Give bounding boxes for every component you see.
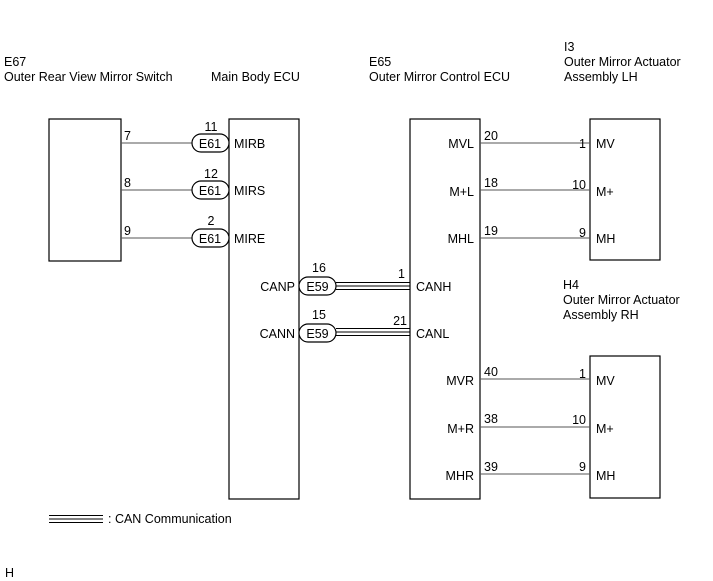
mirror-switch-box: [48, 118, 122, 262]
actuator-terminal: MV: [596, 137, 615, 151]
ecu-pin: 38: [484, 412, 498, 426]
rh-wire-mv: MVR 40 1 MV: [446, 365, 615, 388]
lh-actuator-box: [589, 118, 661, 261]
actuator-pin: 9: [579, 226, 586, 240]
can-wire-low: CANN 15 E59 21 CANL: [260, 308, 449, 343]
lh-wire-mh: MHL 19 9 MH: [448, 224, 616, 246]
i3-name-line2: Assembly LH: [564, 70, 638, 84]
ecu-pin: 11: [205, 120, 218, 134]
ecu-terminal: M+R: [447, 422, 474, 436]
switch-pin: 9: [124, 224, 131, 238]
actuator-pin: 9: [579, 460, 586, 474]
main-body-ecu-name: Main Body ECU: [211, 70, 300, 84]
actuator-terminal: M+: [596, 422, 614, 436]
actuator-pin: 1: [579, 137, 586, 151]
can-legend-label: : CAN Communication: [108, 512, 232, 526]
ecu-terminal: CANL: [416, 327, 449, 341]
ecu-pin: 1: [398, 267, 405, 281]
can-wire-high: CANP 16 E59 1 CANH: [260, 261, 451, 296]
actuator-pin: 1: [579, 367, 586, 381]
ecu-pin: 19: [484, 224, 498, 238]
rh-actuator-box: [589, 355, 661, 499]
connector-label: E61: [199, 137, 221, 151]
connector-e59: [298, 323, 337, 343]
h4-name-line2: Assembly RH: [563, 308, 639, 322]
lh-wire-mv: MVL 20 1 MV: [448, 129, 615, 151]
main-body-ecu-box: [228, 118, 300, 500]
actuator-terminal: MH: [596, 469, 615, 483]
can-legend: : CAN Communication: [49, 512, 232, 526]
e67-code: E67: [4, 55, 26, 69]
connector-e59: [298, 276, 337, 296]
h4-name-line1: Outer Mirror Actuator: [563, 293, 680, 307]
body-terminal: CANN: [260, 327, 295, 341]
ecu-pin: 40: [484, 365, 498, 379]
ecu-pin: 20: [484, 129, 498, 143]
switch-pin: 8: [124, 176, 131, 190]
ecu-terminal: MVR: [446, 374, 474, 388]
e67-name: Outer Rear View Mirror Switch: [4, 70, 173, 84]
e65-name: Outer Mirror Control ECU: [369, 70, 510, 84]
actuator-terminal: M+: [596, 185, 614, 199]
actuator-pin: 10: [572, 413, 586, 427]
ecu-terminal: MHL: [448, 232, 474, 246]
mirror-control-ecu-box: [409, 118, 481, 500]
body-pin: 16: [312, 261, 326, 275]
terminal-label: MIRS: [234, 184, 265, 198]
ecu-pin: 39: [484, 460, 498, 474]
connector-e61: [191, 133, 230, 153]
switch-wire-mirs: 8 12 E61 MIRS: [121, 167, 265, 200]
connector-e61: [191, 228, 230, 248]
i3-code: I3: [564, 40, 574, 54]
actuator-terminal: MH: [596, 232, 615, 246]
ecu-terminal: CANH: [416, 280, 451, 294]
body-pin: 15: [312, 308, 326, 322]
ecu-terminal: MVL: [448, 137, 474, 151]
switch-wire-mire: 9 2 E61 MIRE: [121, 214, 265, 248]
rh-wire-mplus: M+R 38 10 M+: [447, 412, 613, 436]
actuator-terminal: MV: [596, 374, 615, 388]
connector-e61: [191, 180, 230, 200]
connector-label: E61: [199, 184, 221, 198]
terminal-label: MIRB: [234, 137, 265, 151]
ecu-pin: 2: [208, 214, 215, 228]
rh-wire-mh: MHR 39 9 MH: [446, 460, 616, 483]
connector-label: E59: [306, 280, 328, 294]
figure-code: H: [5, 566, 14, 580]
actuator-pin: 10: [572, 178, 586, 192]
ecu-pin: 21: [393, 314, 407, 328]
terminal-label: MIRE: [234, 232, 265, 246]
ecu-pin: 18: [484, 176, 498, 190]
ecu-terminal: M+L: [449, 185, 474, 199]
connector-label: E61: [199, 232, 221, 246]
body-terminal: CANP: [260, 280, 295, 294]
connector-label: E59: [306, 327, 328, 341]
ecu-pin: 12: [204, 167, 218, 181]
switch-wire-mirb: 7 11 E61 MIRB: [121, 120, 265, 153]
e65-code: E65: [369, 55, 391, 69]
lh-wire-mplus: M+L 18 10 M+: [449, 176, 613, 199]
i3-name-line1: Outer Mirror Actuator: [564, 55, 681, 69]
ecu-terminal: MHR: [446, 469, 474, 483]
switch-pin: 7: [124, 129, 131, 143]
h4-code: H4: [563, 278, 579, 292]
